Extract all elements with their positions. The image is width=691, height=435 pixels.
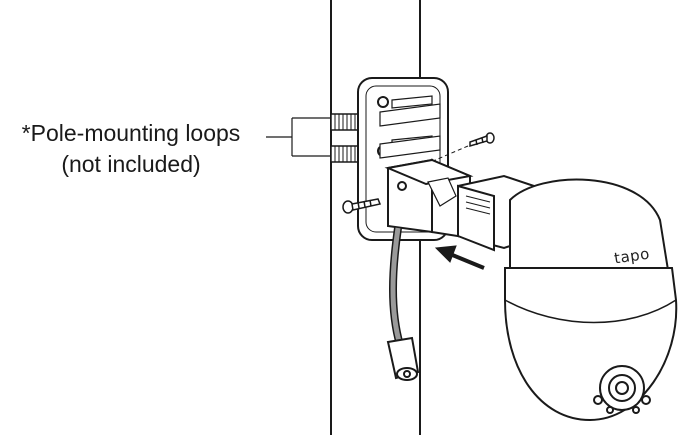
strap-through-plate	[379, 103, 441, 159]
camera-cable	[386, 227, 420, 381]
camera-bracket	[384, 158, 474, 240]
screw-icon	[342, 198, 382, 214]
screw-icon	[469, 132, 495, 148]
camera-body	[504, 178, 678, 422]
pole-mounting-loops-callout: *Pole-mounting loops (not included)	[0, 118, 262, 180]
pole-mounting-loops	[330, 113, 359, 163]
callout-line-1: *Pole-mounting loops	[21, 120, 241, 146]
callout-line-2: (not included)	[61, 151, 201, 177]
arrow-left-icon	[434, 245, 485, 270]
callout-bracket	[266, 117, 331, 157]
